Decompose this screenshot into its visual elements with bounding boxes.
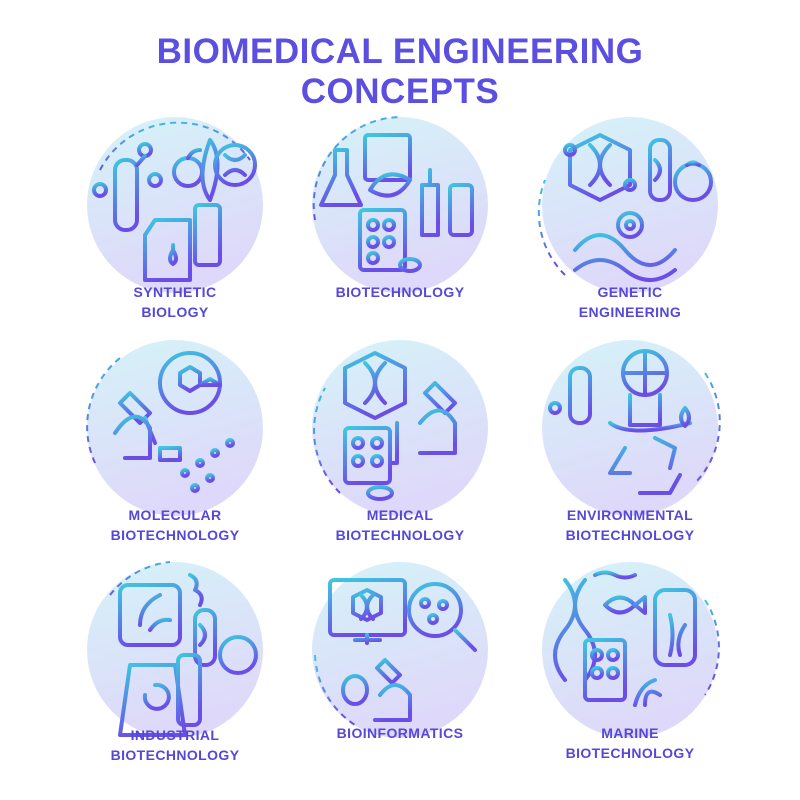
biotechnology-icon [285,110,515,340]
environmental-biotechnology-icon [515,333,745,563]
concept-label-environmental-biotechnology: ENVIRONMENTAL BIOTECHNOLOGY [565,507,695,543]
concept-label-industrial-biotechnology: INDUSTRIAL BIOTECHNOLOGY [110,727,240,763]
page-title: BIOMEDICAL ENGINEERING CONCEPTS [0,32,800,112]
industrial-biotechnology-icon [60,555,290,785]
synthetic-biology-icon [60,110,290,340]
concept-label-biotechnology: BIOTECHNOLOGY [335,284,465,300]
title-line-1: BIOMEDICAL ENGINEERING [156,32,644,71]
concept-label-molecular-biotechnology: MOLECULAR BIOTECHNOLOGY [110,507,240,543]
marine-biotechnology-icon [515,555,745,785]
genetic-engineering-icon [515,110,745,340]
concept-label-genetic-engineering: GENETIC ENGINEERING [578,284,682,320]
bioinformatics-icon [285,555,515,785]
concept-label-synthetic-biology: SYNTHETIC BIOLOGY [133,284,217,320]
concept-label-medical-biotechnology: MEDICAL BIOTECHNOLOGY [335,507,465,543]
title-line-2: CONCEPTS [300,72,500,111]
concept-label-bioinformatics: BIOINFORMATICS [336,725,464,741]
medical-biotechnology-icon [285,333,515,563]
concept-label-marine-biotechnology: MARINE BIOTECHNOLOGY [565,725,695,761]
molecular-biotechnology-icon [60,333,290,563]
